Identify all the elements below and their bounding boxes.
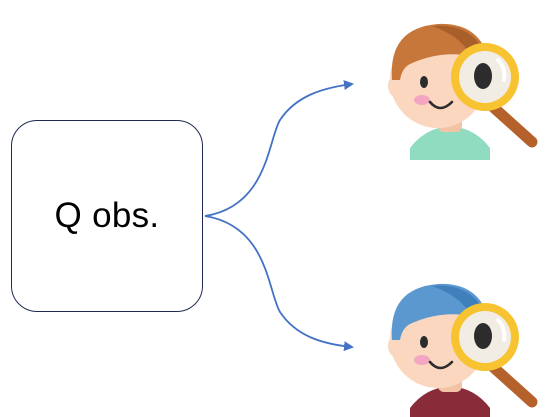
cheek — [414, 95, 430, 105]
observer-bottom-icon — [388, 283, 538, 417]
source-box: Q obs. — [11, 120, 203, 312]
lens-shine — [496, 318, 507, 342]
eye — [420, 76, 428, 88]
arrow-to-top-observer — [204, 80, 354, 217]
shirt — [410, 386, 490, 417]
observer-top-icon — [388, 23, 538, 160]
mouth — [428, 100, 454, 110]
magnified-eye — [474, 323, 492, 349]
shirt — [410, 126, 490, 160]
eye — [420, 336, 428, 348]
lens-shine — [496, 58, 507, 82]
arrow-to-bottom-observer — [204, 215, 354, 352]
magnifier-handle — [486, 360, 538, 408]
magnified-eye — [474, 63, 492, 89]
cheek — [414, 355, 430, 365]
magnifier-handle — [486, 100, 538, 148]
mouth — [428, 360, 454, 370]
source-label: Q obs. — [54, 196, 160, 235]
